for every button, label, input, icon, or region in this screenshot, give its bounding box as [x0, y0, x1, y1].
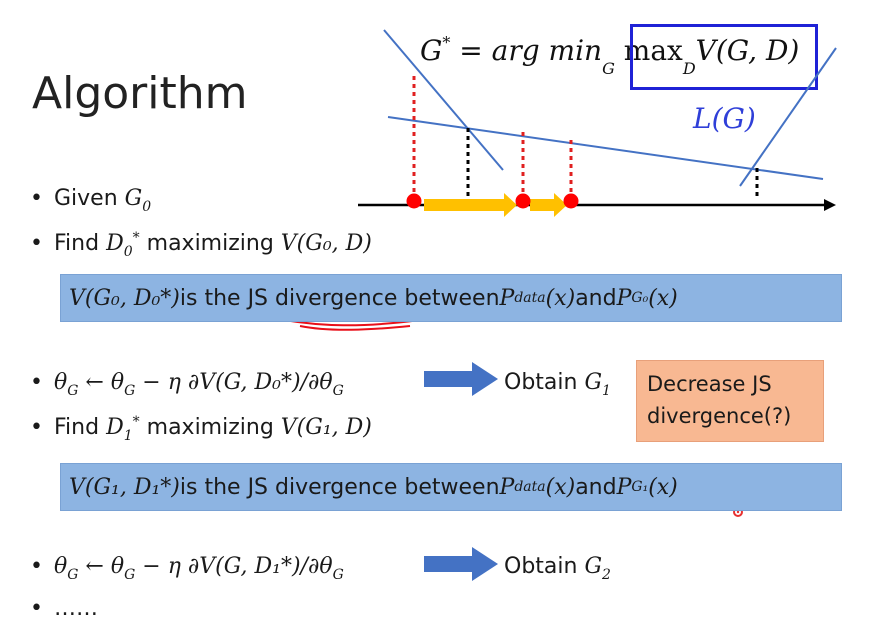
box-text: and — [575, 285, 617, 311]
math-sub: 0 — [123, 244, 133, 260]
math-theta: θ — [54, 554, 68, 579]
cursor-marker-center — [736, 510, 740, 514]
math-sup: * — [132, 414, 140, 430]
formula-max: max — [623, 34, 683, 67]
line-flat — [387, 116, 824, 180]
formula-max-sub: D — [682, 59, 696, 78]
bullet-dot: • — [30, 554, 43, 579]
math-sub: G — [67, 383, 79, 399]
math-expression: V(G₁, D) — [280, 415, 372, 440]
obtain-g2: Obtain G2 — [504, 554, 611, 583]
line-right — [739, 47, 837, 187]
math-arg: (x) — [545, 285, 576, 311]
bullet-dot: • — [30, 370, 43, 395]
math-sub: G₀ — [631, 290, 649, 306]
math-g: G — [124, 186, 143, 211]
math-p: P — [616, 285, 632, 311]
bullet-dot: • — [30, 231, 43, 256]
math-g: G — [584, 554, 603, 579]
js-divergence-box-2: V(G₁, D₁*) is the JS divergence between … — [60, 463, 842, 511]
objective-formula: G* = arg minG maxDV(G, D) — [420, 33, 800, 78]
box-text: is the JS divergence between — [179, 474, 500, 500]
bullet-text: Find — [54, 231, 107, 256]
math-sub: G — [332, 383, 344, 399]
math-sub: G — [67, 567, 79, 583]
math-sup: * — [132, 230, 140, 246]
math-sub: data — [514, 479, 546, 495]
slide-title: Algorithm — [32, 68, 248, 119]
formula-g: G — [420, 34, 443, 67]
max-highlight-frame — [630, 24, 818, 90]
obtain-text: Obtain — [504, 554, 585, 579]
math-sub: 2 — [602, 567, 611, 583]
math-expression: ← θ — [78, 554, 125, 579]
js-divergence-box-1: V(G₀, D₀*) is the JS divergence between … — [60, 274, 842, 322]
red-dot-2 — [515, 193, 531, 209]
math-p: P — [616, 474, 632, 500]
math-p: P — [499, 285, 515, 311]
yellow-arrow-1-body — [424, 199, 506, 211]
red-dot-3 — [563, 193, 579, 209]
formula-star: * — [442, 33, 451, 52]
box-text: is the JS divergence between — [179, 285, 500, 311]
math-expression: − η ∂V(G, D₁*)/∂θ — [135, 554, 333, 579]
formula-min-sub: G — [602, 59, 615, 78]
bullet-text: Given — [54, 186, 125, 211]
math-sub: 1 — [123, 428, 133, 444]
obtain-g1: Obtain G1 — [504, 370, 611, 399]
math-arg: (x) — [545, 474, 576, 500]
decrease-js-box: Decrease JS divergence(?) — [636, 360, 824, 442]
bullet-update-2: •θG ← θG − η ∂V(G, D₁*)/∂θG — [30, 554, 344, 583]
bullet-text: Find — [54, 415, 107, 440]
bullet-dot: • — [30, 596, 43, 621]
formula-argmin: = arg min — [450, 34, 603, 67]
yellow-arrow-2-body — [530, 199, 556, 211]
bullet-given-g0: • Given G0 — [30, 186, 151, 215]
bullet-ellipsis: • …… — [30, 596, 98, 621]
bullet-text: maximizing — [139, 415, 281, 440]
yellow-arrow-1-head — [504, 193, 517, 217]
math-theta: θ — [54, 370, 68, 395]
bullet-dot: • — [30, 415, 43, 440]
math-sub: G₁ — [631, 479, 649, 495]
math-d: D — [106, 231, 124, 256]
math-expression: ← θ — [78, 370, 125, 395]
math-d: D — [106, 415, 124, 440]
x-axis-arrowhead — [824, 199, 836, 211]
orange-box-line2: divergence(?) — [647, 403, 792, 428]
box-text: and — [575, 474, 617, 500]
math-sub: 1 — [602, 383, 611, 399]
math-p: P — [499, 474, 515, 500]
math-arg: (x) — [648, 474, 678, 500]
math-sub: G — [124, 567, 136, 583]
math-g: G — [584, 370, 603, 395]
math-expression: − η ∂V(G, D₀*)/∂θ — [135, 370, 333, 395]
red-dot-1 — [406, 193, 422, 209]
bullet-text: maximizing — [139, 231, 281, 256]
bullet-update-1: •θG ← θG − η ∂V(G, D₀*)/∂θG — [30, 370, 344, 399]
bullet-text: …… — [54, 596, 98, 621]
bullet-dot: • — [30, 186, 43, 211]
lg-label: L(G) — [693, 102, 756, 135]
bullet-find-d0: • Find D0* maximizing V(G₀, D) — [30, 230, 372, 260]
blue-arrow-icon — [424, 547, 498, 581]
math-sub: 0 — [142, 199, 152, 215]
math-expression: V(G₀, D) — [280, 231, 372, 256]
orange-box-line1: Decrease JS — [647, 372, 772, 396]
math-sub: G — [332, 567, 344, 583]
math-expression: V(G₀, D₀*) — [69, 285, 180, 311]
bullet-find-d1: • Find D1* maximizing V(G₁, D) — [30, 414, 372, 444]
yellow-arrow-2-head — [554, 193, 567, 217]
math-expression: V(G₁, D₁*) — [69, 474, 180, 500]
math-arg: (x) — [648, 285, 678, 311]
obtain-text: Obtain — [504, 370, 585, 395]
math-sub: data — [514, 290, 546, 306]
math-sub: G — [124, 383, 136, 399]
line-steep — [383, 29, 504, 171]
formula-v: V(G, D) — [695, 34, 800, 67]
blue-arrow-icon — [424, 362, 498, 396]
